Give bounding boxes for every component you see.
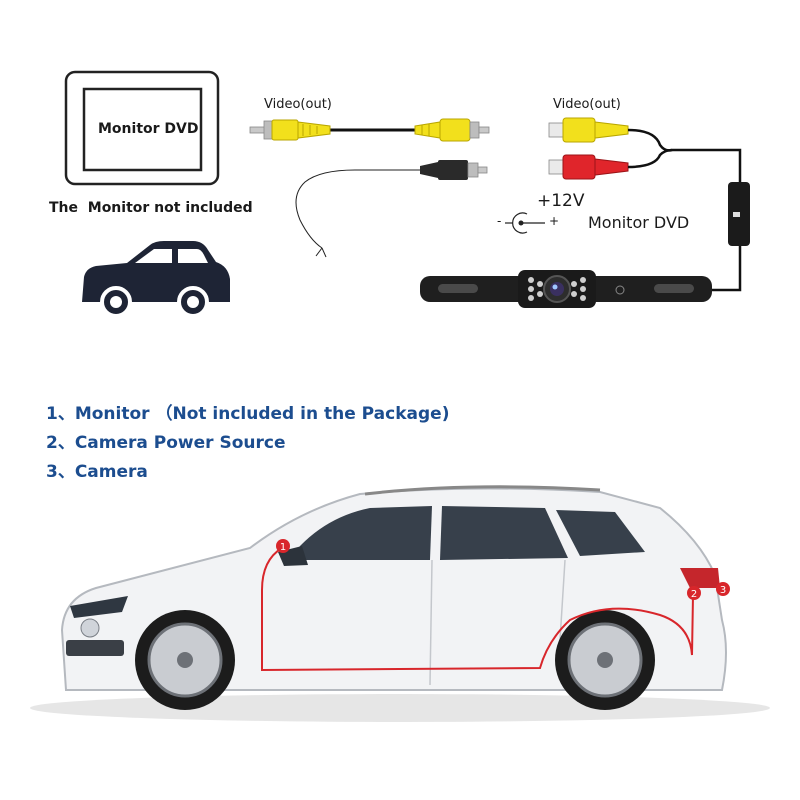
camera-harness — [420, 117, 750, 308]
car-illustration — [30, 485, 770, 722]
step-2: 2、Camera Power Source — [46, 433, 286, 453]
svg-text:2: 2 — [691, 589, 697, 600]
polarity-plus: + — [549, 214, 560, 228]
right-monitor-label: Monitor DVD — [588, 213, 690, 232]
monitor-screen-label: Monitor DVD — [98, 121, 199, 137]
marker-1: 1 — [276, 539, 290, 553]
svg-text:1: 1 — [280, 542, 286, 553]
installation-steps: 1、Monitor （Not included in the Package) … — [46, 400, 449, 487]
right-video-out-label: Video(out) — [553, 97, 621, 112]
car-icon — [82, 241, 230, 318]
polarity-minus: - — [497, 214, 502, 228]
step-3: 3、Camera — [46, 462, 148, 482]
monitor-icon — [64, 70, 220, 186]
left-video-out-label: Video(out) — [264, 97, 332, 112]
svg-text:3: 3 — [720, 585, 726, 596]
step-1: 1、Monitor （Not included in the Package) — [46, 404, 450, 424]
dc-polarity-icon — [505, 212, 545, 234]
marker-3: 3 — [716, 582, 730, 596]
marker-2: 2 — [687, 586, 701, 600]
voltage-label: +12V — [537, 191, 585, 211]
rca-video-extension-cable — [249, 118, 490, 258]
monitor-not-included-note: The Monitor not included — [49, 200, 253, 216]
